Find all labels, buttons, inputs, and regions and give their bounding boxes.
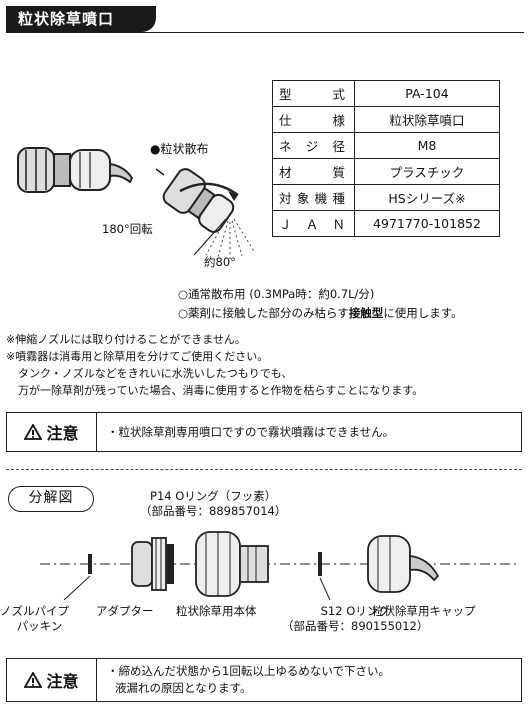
table-row: 材 質プラスチック (272, 158, 500, 185)
caution-box-2: 注意 ・締め込んだ状態から1回転以上ゆるめないで下さい。 液漏れの原因となります… (6, 658, 522, 702)
warning-triangle-icon (24, 424, 43, 440)
page-title: 粒状除草噴口 (6, 6, 156, 32)
exploded-parts-illustration (40, 531, 520, 601)
oring-bottom-label: S12 Oリング （部品番号：890155012） (282, 604, 429, 633)
caution-box-1: 注意 ・粒状除草剤専用噴口ですので霧状噴霧はできません。 (6, 412, 522, 452)
warning-triangle-icon (24, 672, 43, 688)
adapter-label: アダプター (96, 604, 154, 618)
exploded-view-heading: 分解図 (8, 486, 94, 512)
nozzle-side-illustration (17, 147, 134, 193)
angle-label: 約80° (204, 255, 236, 269)
table-row: 仕 様粒状除草噴口 (272, 106, 500, 133)
cap-label: 粒状除草用キャップ (372, 604, 476, 618)
section-divider (6, 469, 522, 470)
rotate-label: 180°回転 (102, 222, 153, 236)
title-rule (6, 32, 524, 33)
body-label: 粒状除草用本体 (176, 604, 257, 618)
spread-label: ●粒状散布 (150, 142, 209, 156)
warning-notes: ※伸縮ノズルには取り付けることができません。 ※噴霧器は消毒用と除草用を分けてご… (6, 333, 424, 397)
nozzle-spray-illustration (155, 168, 255, 259)
packing-label: ノズルパイプ パッキン (0, 604, 69, 633)
oring-top-label: P14 Oリング（フッ素） （部品番号：889857014） (140, 489, 287, 518)
usage-notes: ○通常散布用 (0.3MPa時：約0.7L/分) ○薬剤に接触した部分のみ枯らす… (178, 287, 463, 320)
